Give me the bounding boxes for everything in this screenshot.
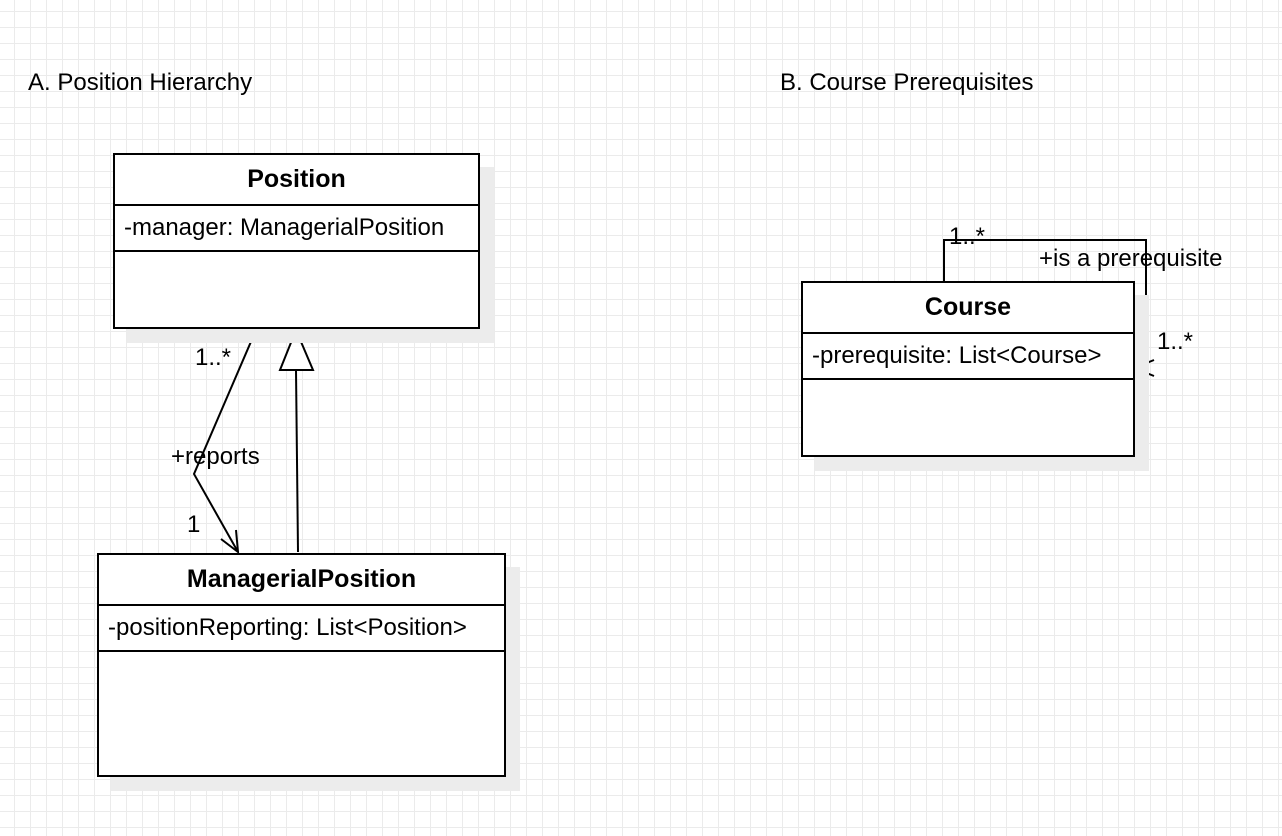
course-prerequisite-attribute: -prerequisite: List<Course> bbox=[803, 334, 1133, 380]
prerequisite-association-line[interactable] bbox=[943, 239, 1147, 369]
prerequisite-source-multiplicity: 1..* bbox=[949, 223, 986, 250]
position-manager-attribute: -manager: ManagerialPosition bbox=[115, 206, 478, 252]
position-class-name: Position bbox=[115, 155, 478, 206]
reports-target-multiplicity: 1 bbox=[187, 511, 201, 538]
section-title-b: B. Course Prerequisites bbox=[780, 69, 1034, 96]
managerial-position-reporting-attribute: -positionReporting: List<Position> bbox=[99, 606, 504, 652]
course-class-name: Course bbox=[803, 283, 1133, 334]
section-title-a: A. Position Hierarchy bbox=[28, 69, 253, 96]
reports-role-label: +reports bbox=[171, 443, 260, 470]
reports-association-line[interactable] bbox=[192, 329, 257, 553]
prerequisite-role-label: +is a prerequisite bbox=[1039, 245, 1223, 272]
prerequisite-target-multiplicity: 1..* bbox=[1157, 328, 1194, 355]
reports-open-arrowhead bbox=[220, 529, 240, 555]
generalization-arrowhead bbox=[278, 327, 315, 371]
course-class[interactable]: Course -prerequisite: List<Course> bbox=[801, 281, 1135, 457]
managerial-position-class[interactable]: ManagerialPosition -positionReporting: L… bbox=[97, 553, 506, 777]
managerial-position-class-name: ManagerialPosition bbox=[99, 555, 504, 606]
reports-source-multiplicity: 1..* bbox=[195, 344, 232, 371]
generalization-line[interactable] bbox=[295, 369, 299, 553]
position-class[interactable]: Position -manager: ManagerialPosition bbox=[113, 153, 480, 329]
